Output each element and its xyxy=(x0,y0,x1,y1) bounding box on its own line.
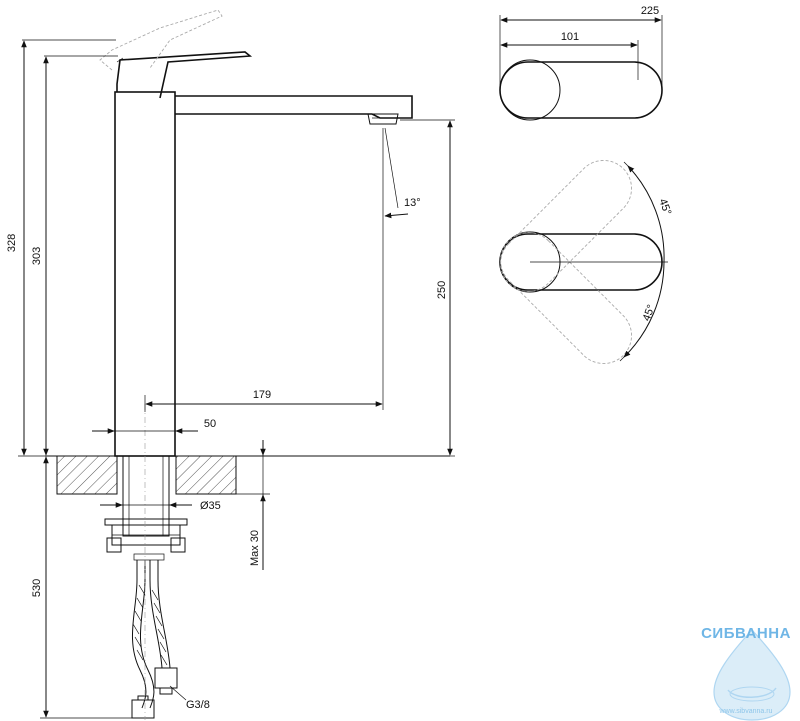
rotation-ghost-down xyxy=(500,232,632,364)
dim-hose-length: 530 xyxy=(31,579,43,597)
dim-body-width: 50 xyxy=(204,418,216,430)
dim-spout-reach: 179 xyxy=(253,389,271,401)
mounting-shank xyxy=(122,455,170,537)
dim-total-height: 328 xyxy=(6,234,18,252)
brand-name: СИБВАННА xyxy=(701,625,791,642)
dim-hole-diameter: Ø35 xyxy=(200,500,221,512)
hose-fitting-right xyxy=(154,667,178,689)
brand-site: www.sibvanna.ru xyxy=(719,708,773,715)
faucet-spout xyxy=(175,95,413,119)
dim-rotation-up: 45° xyxy=(656,197,673,217)
aerator xyxy=(367,113,399,125)
side-view: 328 303 250 13° 179 50 Ø35 xyxy=(6,9,455,720)
hose-fitting-left xyxy=(131,699,155,719)
counter-top-section xyxy=(45,455,450,495)
brand-logo-graphic xyxy=(713,629,791,721)
dim-rotation-down: 45° xyxy=(641,303,658,323)
brand-logo: СИБВАННА www.sibvanna.ru xyxy=(698,607,794,717)
dim-hose-thread: G3/8 xyxy=(186,699,210,711)
dim-top-handle-length: 101 xyxy=(561,31,579,43)
rotation-ghost-up xyxy=(500,160,632,292)
dim-body-height: 303 xyxy=(31,247,43,265)
lever-handle xyxy=(116,51,253,99)
rotation-view: 45° 45° xyxy=(499,160,673,364)
dim-spout-height: 250 xyxy=(436,281,448,299)
dim-max-thickness: Max 30 xyxy=(249,530,261,566)
top-view: 225 101 xyxy=(499,5,663,121)
dim-top-total-length: 225 xyxy=(641,5,659,17)
dim-spout-angle: 13° xyxy=(404,197,421,209)
flexible-hoses xyxy=(131,553,178,719)
mounting-washer xyxy=(104,518,188,526)
